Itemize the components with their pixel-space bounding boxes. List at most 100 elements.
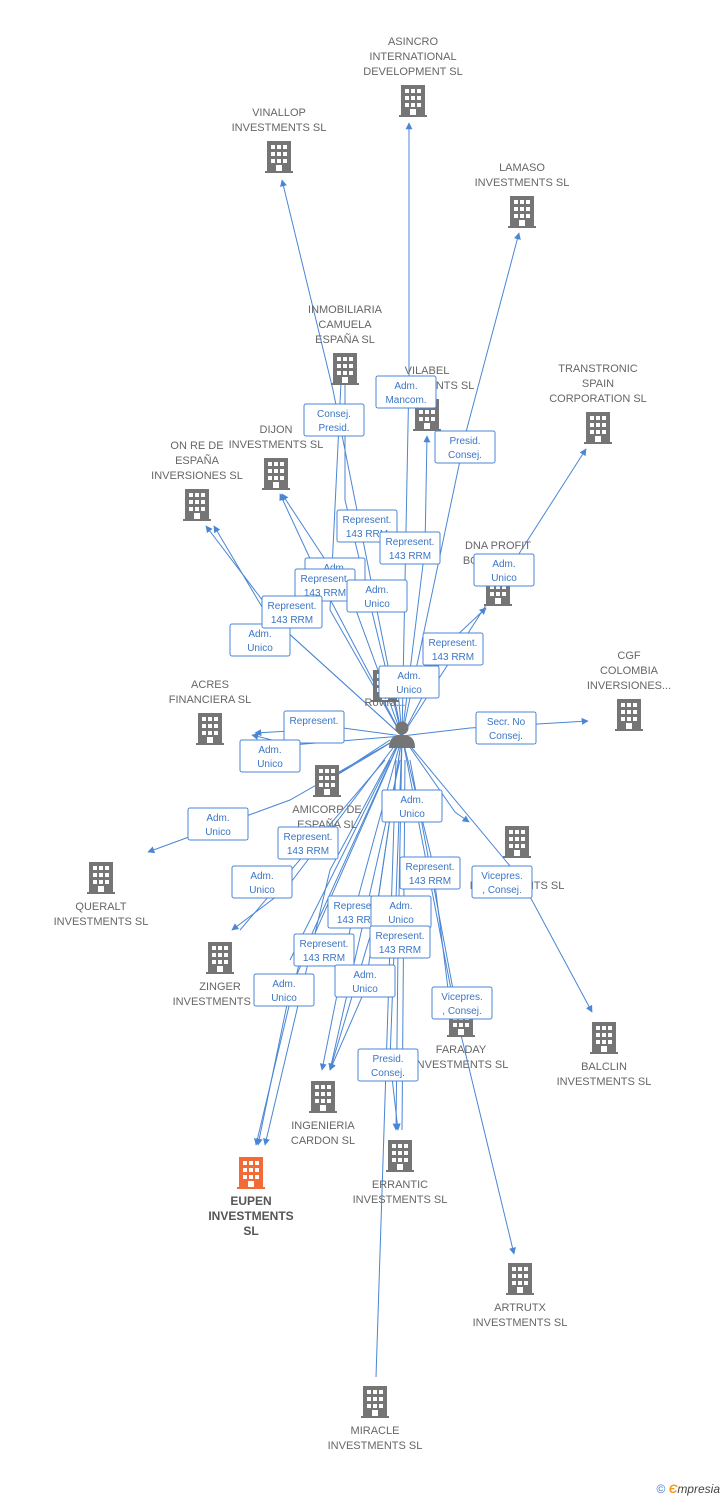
- edge-label-box: [471, 865, 533, 899]
- edge-label-box: [346, 579, 408, 613]
- edge-label-artrutx[interactable]: Vicepres., Consej.: [431, 986, 493, 1020]
- edge-label-text: Vicepres.: [481, 871, 523, 882]
- edge-label-asincro[interactable]: Adm.Mancom.: [375, 375, 437, 409]
- edge-label-text: Unico: [257, 759, 283, 770]
- edge-label-text: Mancom.: [385, 395, 426, 406]
- edge-label-box: [357, 1048, 419, 1082]
- edge-label-text: Adm.: [365, 585, 388, 596]
- edge-label-text: Unico: [388, 915, 414, 926]
- edge-label-text: 143 RRM: [337, 915, 379, 926]
- edge-label-text: Represent.: [334, 901, 383, 912]
- edge-label-text: Represent.: [300, 939, 349, 950]
- edge-label-text: Unico: [249, 885, 275, 896]
- edge-label-ingenieria[interactable]: Adm. Unico: [370, 895, 432, 929]
- company-name-line: INVESTMENTS SL: [414, 1059, 509, 1071]
- edge-label-text: Represent.: [386, 537, 435, 548]
- edge-label-inmobiliaria[interactable]: Represent.143 RRM: [294, 568, 356, 602]
- edge-label-box: [399, 856, 461, 890]
- edge-label-box: [239, 739, 301, 773]
- edge-label-text: Adm.: [206, 813, 229, 824]
- building-icon: [237, 1157, 265, 1189]
- edge-label-queralt[interactable]: Adm.Unico: [187, 807, 249, 841]
- edge-label-faraday[interactable]: Represent.143 RRM: [399, 856, 461, 890]
- company-node-cgf[interactable]: CGFCOLOMBIAINVERSIONES...: [587, 650, 671, 731]
- edge-label-text: Represent.: [268, 601, 317, 612]
- edge-label-onre[interactable]: Represent.143 RRM: [261, 595, 323, 629]
- edge-label-text: Presid.: [318, 423, 349, 434]
- company-name-line: Rovira...: [365, 697, 406, 709]
- edge-label-text: Adm.: [400, 795, 423, 806]
- company-name-line: TRANSTRONIC: [558, 363, 638, 375]
- edge-label-text: 143 RRM: [346, 529, 388, 540]
- edge-label-balclin[interactable]: Vicepres., Consej.: [471, 865, 533, 899]
- edge-label-ingenieria[interactable]: Adm.Unico: [334, 964, 396, 998]
- company-name-line: LAMASO: [499, 162, 545, 174]
- edge-label-errantic[interactable]: Represent.143 RRM: [369, 925, 431, 959]
- building-icon: [615, 699, 643, 731]
- edge-label-zinger[interactable]: Adm. Unico: [231, 865, 293, 899]
- edge-label-text: Consej.: [448, 450, 482, 461]
- edge-label-text: Unico: [247, 643, 273, 654]
- edge-label-text: Adm.: [389, 901, 412, 912]
- edge-label-errantic[interactable]: Presid.Consej.: [357, 1048, 419, 1082]
- edge-label-box: [422, 632, 484, 666]
- edge-label-acres[interactable]: Represent.: [283, 710, 345, 744]
- building-icon: [196, 713, 224, 745]
- edge-label-eupen[interactable]: Adm.Unico: [253, 973, 315, 1007]
- edge-label-text: Adm.: [272, 979, 295, 990]
- company-name-line: BALCLIN: [581, 1061, 627, 1073]
- edge-label-dijon[interactable]: Adm.Unico: [346, 579, 408, 613]
- edge-label-box: [253, 973, 315, 1007]
- company-name-line: INVESTMENTS SL: [232, 122, 327, 134]
- company-name-line: QUERALT: [75, 901, 126, 913]
- edge-label-box: [379, 531, 441, 565]
- edge-label-vinallop[interactable]: Consej.Presid.: [303, 403, 365, 437]
- footer-brand[interactable]: © Єmpresia: [657, 1482, 721, 1496]
- edge-label-grupo[interactable]: Adm.Unico: [378, 665, 440, 699]
- edge-arrow-faraday: [401, 735, 470, 823]
- brand-name: mpresia: [677, 1482, 720, 1496]
- company-name-line: CARDON SL: [291, 1135, 355, 1147]
- company-name-line: ESPAÑA SL: [315, 333, 375, 346]
- edge-labels-layer: Adm.Mancom.Consej.Presid.Presid.Consej.R…: [187, 375, 537, 1082]
- company-name-line: SL: [243, 1224, 258, 1238]
- edge-label-onre[interactable]: Adm.Unico: [229, 623, 291, 657]
- edge-label-faraday[interactable]: Adm.Unico: [381, 789, 443, 823]
- edge-label-text: Consej.: [489, 731, 523, 742]
- edge-label-eupen[interactable]: Represent.143 RRM: [293, 933, 355, 967]
- edge-label-vilabel[interactable]: Represent.143 RRM: [379, 531, 441, 565]
- edge-label-text: , Consej.: [442, 1006, 481, 1017]
- edge-label-dnaprofit[interactable]: Represent.143 RRM: [422, 632, 484, 666]
- company-name-line: INMOBILIARIA: [308, 304, 383, 316]
- edge-label-text: Adm.: [250, 871, 273, 882]
- edge-label-text: Represent.: [284, 832, 333, 843]
- company-name-line: MIRACLE: [351, 1425, 400, 1437]
- edge-label-box: [381, 789, 443, 823]
- edge-label-transtronic[interactable]: Adm.Unico: [473, 553, 535, 587]
- edge-label-lamaso[interactable]: Presid. Consej.: [434, 430, 496, 464]
- edge-label-acres[interactable]: Adm.Unico: [239, 739, 301, 773]
- building-icon: [503, 826, 531, 858]
- edge-label-text: Presid.: [449, 436, 480, 447]
- edge-label-eupen[interactable]: Represent.143 RRM: [277, 826, 339, 860]
- company-name-line: DNA PROFIT: [465, 540, 531, 552]
